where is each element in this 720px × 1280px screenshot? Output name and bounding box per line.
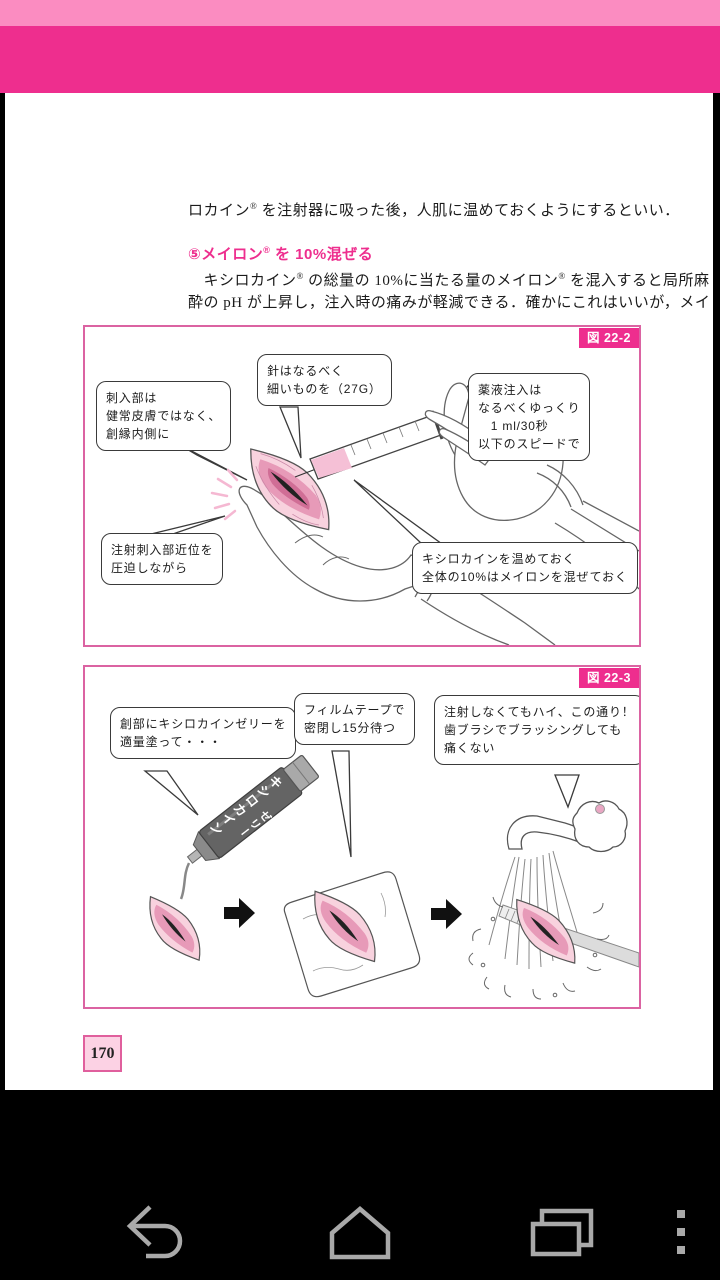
- registered-mark: ®: [558, 271, 566, 281]
- arrow-right: [431, 899, 462, 929]
- bubble-insertion-site: 刺入部は 健常皮膚ではなく、 創縁内側に: [96, 381, 232, 451]
- back-button[interactable]: [113, 1198, 203, 1268]
- jelly-tube: [186, 754, 319, 864]
- recent-apps-icon: [530, 1208, 594, 1257]
- shower-head: [506, 800, 628, 853]
- bubble-needle-size: 針はなるべく 細いものを（27G）: [257, 354, 392, 406]
- status-bar: [0, 26, 720, 93]
- bubble-no-injection: 注射しなくてもハイ、この通り！ 歯ブラシでブラッシングしても 痛くない: [434, 695, 639, 765]
- figure-22-3-illustration: [143, 750, 639, 1000]
- android-navigation-bar: [0, 1186, 720, 1280]
- paragraph-body: キシロカイン® の総量の 10%に当たる量のメイロン® を混入すると局所麻 酔の…: [188, 265, 710, 314]
- arrow-right: [224, 898, 255, 928]
- speech-bubble-tails: [143, 750, 580, 858]
- home-icon: [329, 1206, 391, 1260]
- home-button[interactable]: [315, 1198, 405, 1268]
- bubble-injection-speed: 薬液注入は なるべくゆっくり 1 ml/30秒 以下のスピードで: [468, 373, 591, 461]
- registered-mark: ®: [263, 245, 271, 255]
- bubble-compress: 注射刺入部近位を 圧迫しながら: [101, 533, 224, 585]
- bubble-apply-jelly: 創部にキシロカインゼリーを 適量塗って・・・: [110, 707, 297, 759]
- figure-badge: 図 22-3: [579, 668, 639, 688]
- figure-badge: 図 22-2: [579, 328, 639, 348]
- wound-illustration: [250, 448, 330, 531]
- overflow-menu-icon: [677, 1210, 685, 1254]
- body-line-1: キシロカイン® の総量の 10%に当たる量のメイロン® を混入すると局所麻: [188, 271, 710, 289]
- section-heading: ⑤メイロン® を 10%混ぜる: [188, 245, 374, 263]
- wound-illustration: [516, 898, 576, 964]
- menu-button[interactable]: [646, 1198, 716, 1268]
- water-splashes: [468, 896, 610, 1000]
- wound-illustration: [149, 895, 201, 961]
- page-number: 170: [83, 1035, 122, 1072]
- status-bar-strip: [0, 0, 720, 26]
- registered-mark: ®: [296, 271, 304, 281]
- pressure-glow: [210, 468, 239, 521]
- jelly-squirt: [179, 862, 191, 900]
- registered-mark: ®: [250, 201, 258, 211]
- figure-22-2: 図 22-2 針はなるべく 細いものを（27G） 刺入部は 健常皮膚ではなく、 …: [83, 325, 641, 647]
- back-icon: [126, 1205, 183, 1259]
- book-page[interactable]: ロカイン® を注射器に吸った後，人肌に温めておくようにするといい． ⑤メイロン®…: [5, 93, 713, 1090]
- recent-apps-button[interactable]: [517, 1198, 607, 1268]
- bubble-warm-xylocaine: キシロカインを温めておく 全体の10%はメイロンを混ぜておく: [412, 542, 638, 594]
- body-line-2: 酔の pH が上昇し，注入時の痛みが軽減できる．確かにこれはいいが，メイ: [188, 295, 711, 311]
- bubble-film-tape: フィルムテープで 密閉し15分待つ: [294, 693, 416, 745]
- film-covered-wound: [283, 871, 421, 998]
- figure-22-3: 図 22-3 キシロカイン ゼリー 創部にキシロカインゼリーを 適量塗って・・・…: [83, 665, 641, 1009]
- paragraph-intro: ロカイン® を注射器に吸った後，人肌に温めておくようにするといい．: [188, 201, 680, 219]
